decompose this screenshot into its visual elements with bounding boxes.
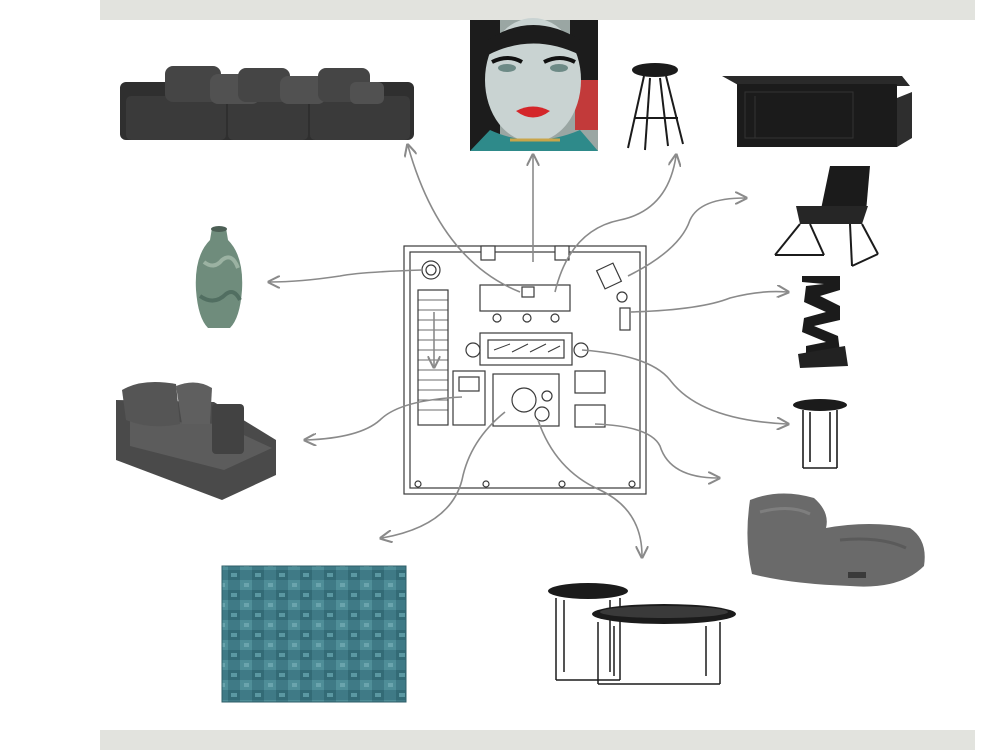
chaise-lounge-icon <box>116 382 276 500</box>
floor-plan-icon <box>403 245 647 495</box>
arrow-to-lounge-chair <box>627 198 745 277</box>
arrow-to-chaise <box>306 396 463 440</box>
arrow-to-bar-stool <box>554 156 676 293</box>
side-table-icon <box>793 399 847 469</box>
arrow-to-sofa <box>408 146 521 293</box>
arrow-to-sculpture <box>629 292 787 313</box>
arrow-to-rug <box>382 411 506 538</box>
arrow-to-side-table <box>581 349 787 424</box>
arrow-to-nesting-tables <box>537 419 642 556</box>
sectional-sofa-icon <box>120 66 414 140</box>
nesting-coffee-tables-icon <box>548 583 736 685</box>
arrow-to-vase <box>270 269 423 282</box>
bottom-band <box>100 730 975 750</box>
lounge-chair-icon <box>774 166 879 267</box>
bar-counter-icon <box>722 76 912 147</box>
top-band <box>100 0 975 20</box>
arrow-to-beanbag <box>594 423 718 478</box>
ceramic-vase-icon <box>195 226 243 328</box>
patchwork-rug-icon <box>221 565 407 703</box>
bar-stool-icon <box>627 63 684 151</box>
zigzag-sculpture-icon <box>798 276 848 368</box>
connector-arrows <box>270 146 787 556</box>
portrait-artwork-icon <box>470 18 598 151</box>
beanbag-chair-icon <box>747 493 925 587</box>
